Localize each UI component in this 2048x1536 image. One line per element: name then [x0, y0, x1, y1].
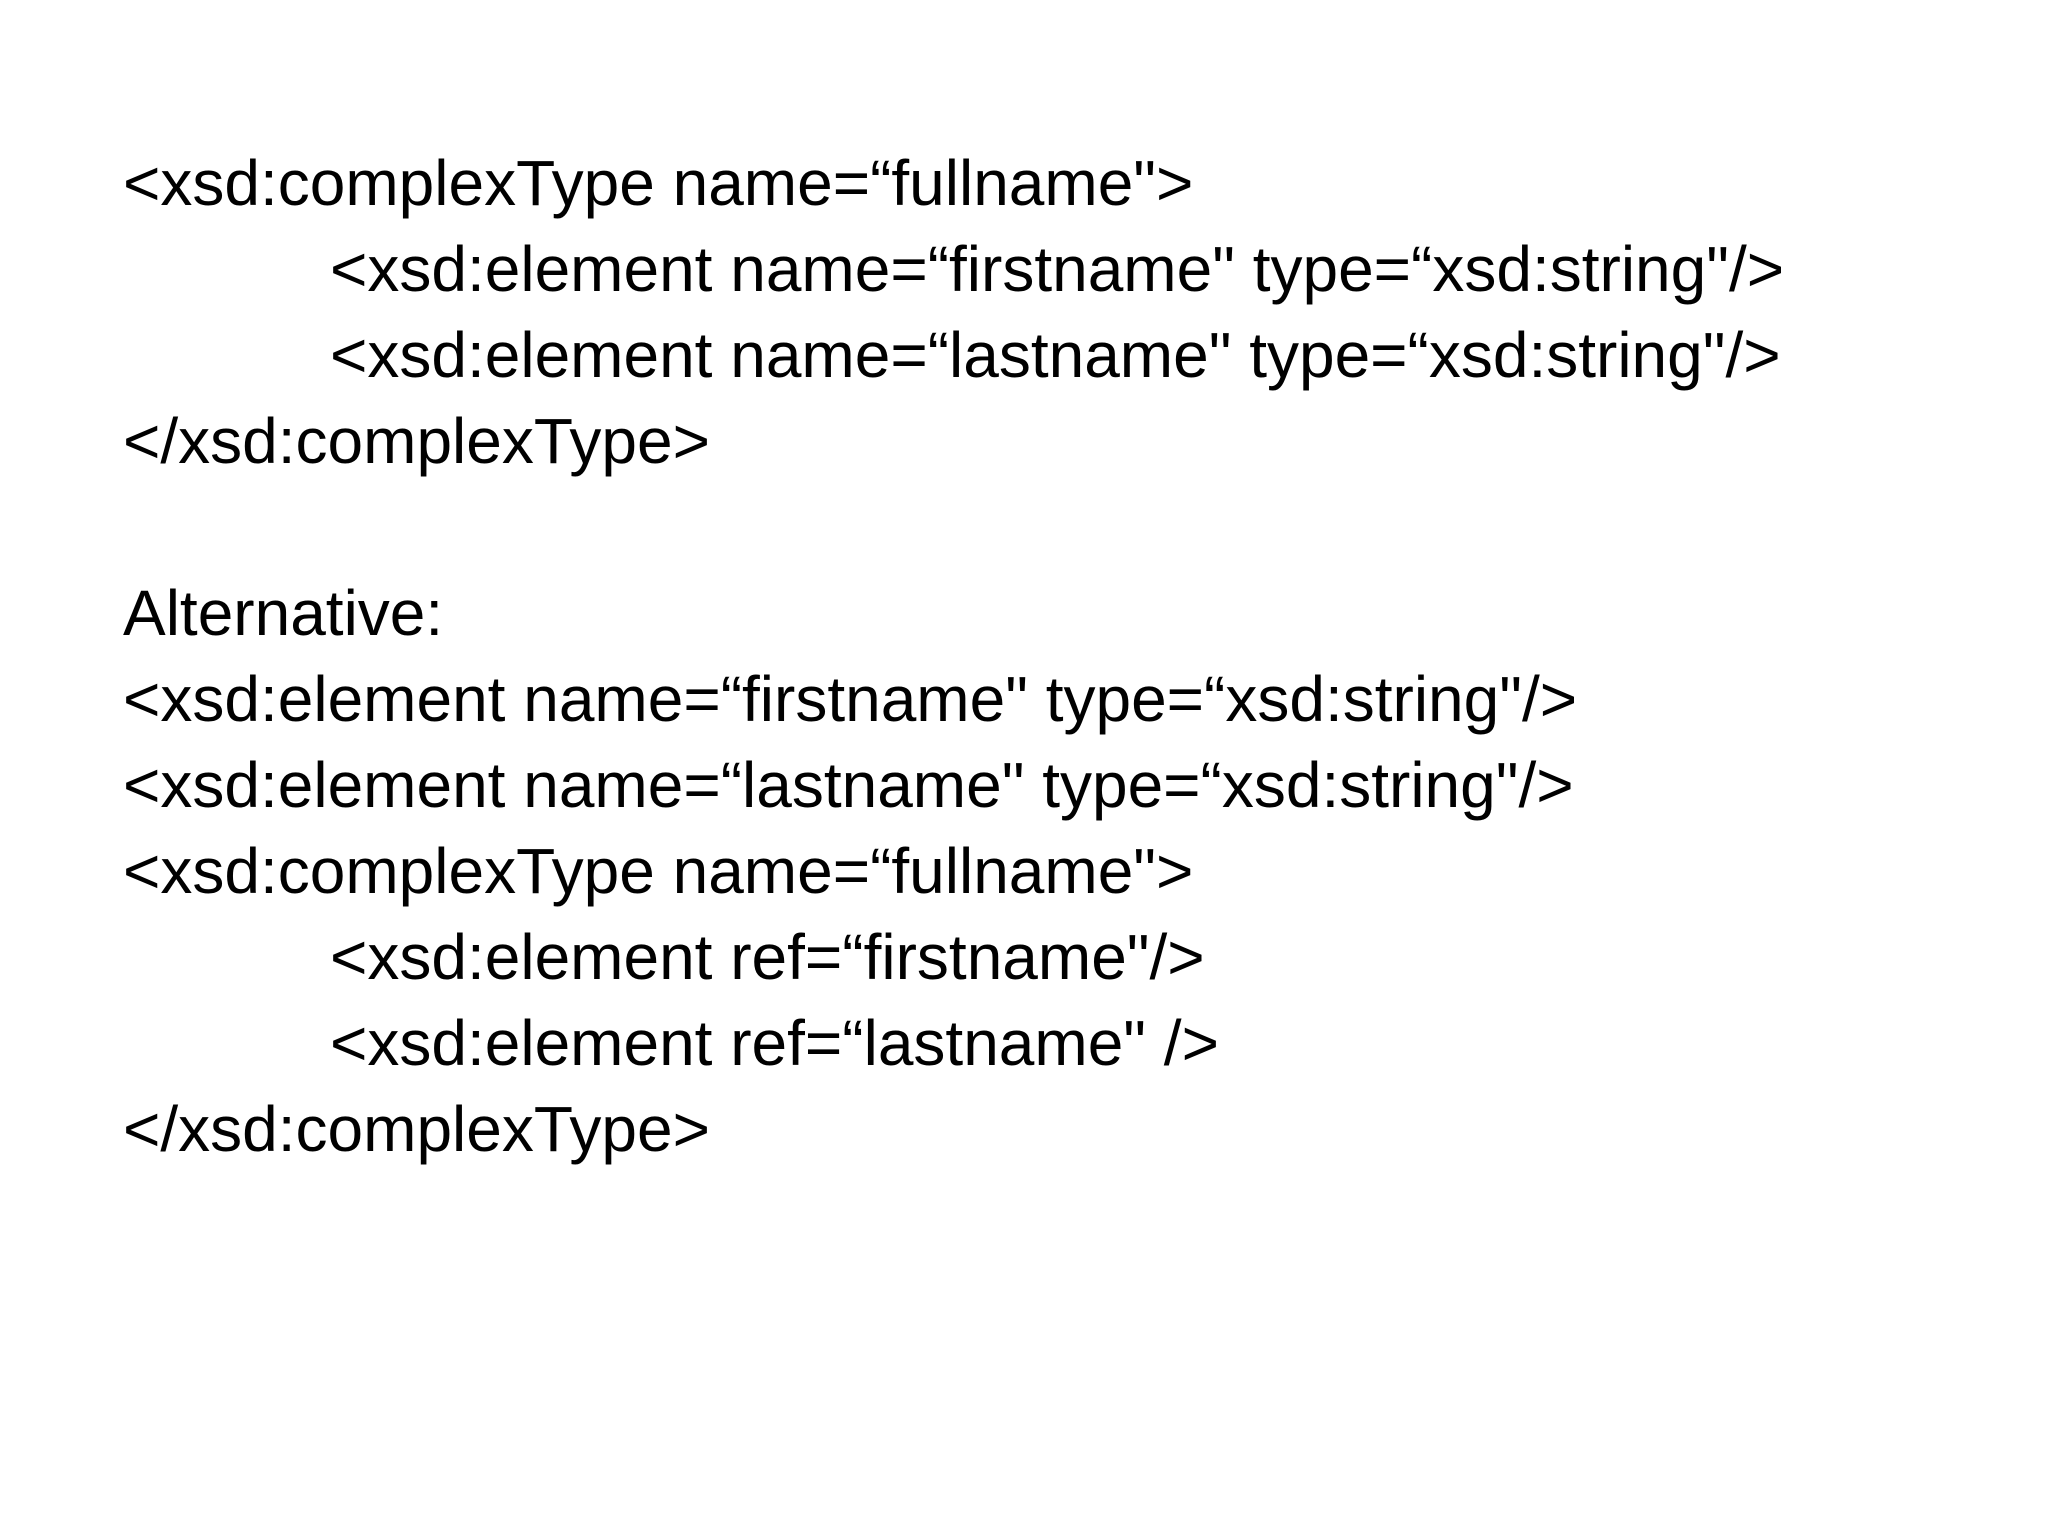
element-firstname-line: <xsd:element name=“firstname" type=“xsd:…	[330, 233, 1785, 305]
global-element-lastname-line: <xsd:element name=“lastname" type=“xsd:s…	[123, 749, 1574, 821]
blank-line	[123, 484, 1973, 570]
element-lastname-line: <xsd:element name=“lastname" type=“xsd:s…	[330, 319, 1781, 391]
global-element-firstname-line: <xsd:element name=“firstname" type=“xsd:…	[123, 663, 1578, 735]
slide-body: <xsd:complexType name=“fullname"> <xsd:e…	[123, 140, 1973, 1172]
alt-complextype-close-line: </xsd:complexType>	[123, 1093, 710, 1165]
alternative-label: Alternative:	[123, 577, 444, 649]
alt-complextype-open-line: <xsd:complexType name=“fullname">	[123, 835, 1194, 907]
complextype-close-line: </xsd:complexType>	[123, 405, 710, 477]
element-ref-lastname-line: <xsd:element ref=“lastname" />	[330, 1007, 1219, 1079]
element-ref-firstname-line: <xsd:element ref=“firstname"/>	[330, 921, 1205, 993]
complextype-open-line: <xsd:complexType name=“fullname">	[123, 147, 1194, 219]
